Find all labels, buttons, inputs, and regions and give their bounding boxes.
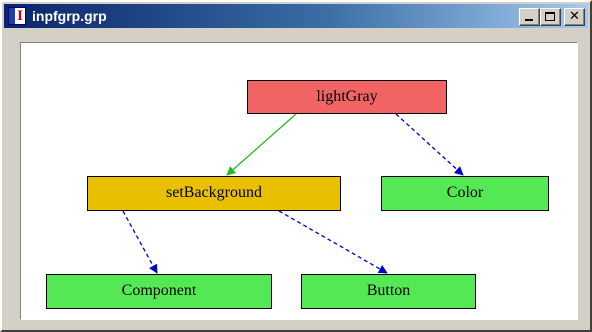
- node-color[interactable]: Color: [381, 176, 549, 211]
- app-icon-letter: I: [17, 8, 23, 24]
- graph-edges: [122, 113, 464, 274]
- node-label: setBackground: [166, 184, 262, 201]
- edge-setbackground-to-component: [122, 210, 158, 274]
- edge-lightgray-to-setbackground: [226, 113, 297, 176]
- node-label: Button: [366, 282, 411, 299]
- minimize-button[interactable]: [519, 8, 540, 26]
- maximize-button[interactable]: [540, 8, 561, 26]
- node-button[interactable]: Button: [301, 274, 476, 309]
- minimize-icon: [525, 19, 533, 21]
- node-label: Color: [446, 184, 484, 201]
- window-title: inpfgrp.grp: [32, 8, 107, 24]
- node-setbackground[interactable]: setBackground: [87, 176, 341, 211]
- node-component[interactable]: Component: [46, 274, 272, 309]
- node-lightgray[interactable]: lightGray: [247, 80, 447, 114]
- maximize-icon: [545, 12, 555, 21]
- edge-setbackground-to-button: [278, 210, 388, 274]
- app-icon[interactable]: I: [8, 7, 26, 25]
- close-icon: ✕: [569, 9, 580, 24]
- node-label: lightGray: [316, 88, 378, 105]
- graph-canvas: lightGray setBackground Color Component …: [20, 42, 578, 320]
- title-bar[interactable]: I inpfgrp.grp ✕: [4, 4, 588, 28]
- node-label: Component: [121, 282, 197, 299]
- close-button[interactable]: ✕: [564, 8, 585, 26]
- edge-lightgray-to-color: [395, 113, 464, 176]
